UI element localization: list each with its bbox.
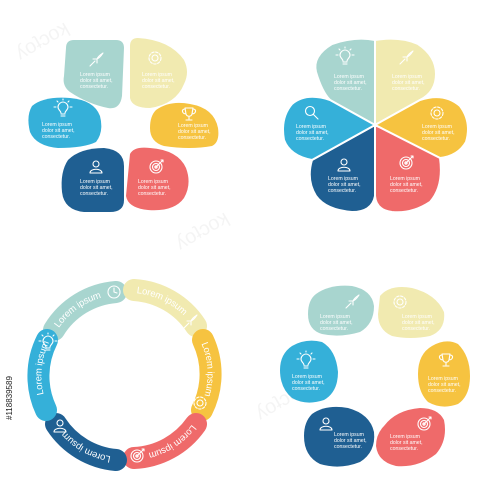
segment-blue-line1: Lorem ipsum <box>296 124 326 130</box>
petal-teal-line3: consectetur. <box>80 84 108 90</box>
segment-teal-line3: consectetur. <box>334 86 362 92</box>
blob-red-line3: consectetur. <box>390 446 418 452</box>
blob-cream-line3: consectetur. <box>402 326 430 332</box>
petal-blue: Lorem ipsum dolor sit amet, consectetur. <box>28 97 102 148</box>
blob-red-line1: Lorem ipsum <box>390 434 420 440</box>
blob-yellow: Lorem ipsum dolor sit amet, consectetur. <box>418 341 470 407</box>
petal-diagram-top-left: Lorem ipsum dolor sit amet, consectetur.… <box>28 38 219 212</box>
ring-arc-blue: Lorem ipsum <box>27 329 58 421</box>
petal-yellow-line1: Lorem ipsum <box>178 123 208 129</box>
segment-navy-line2: dolor sit amet, <box>328 182 361 188</box>
ring-diagram-bottom-left: Lorem ipsum Lorem ipsum Lorem ipsum Lore… <box>27 279 222 471</box>
petal-red: Lorem ipsum dolor sit amet, consectetur. <box>126 147 189 211</box>
segment-navy-line1: Lorem ipsum <box>328 176 358 182</box>
ring-arc-cream: Lorem ipsum <box>123 279 207 337</box>
blob-red: Lorem ipsum dolor sit amet, consectetur. <box>376 408 445 467</box>
segment-cream-line3: consectetur. <box>392 86 420 92</box>
petal-navy-line1: Lorem ipsum <box>80 179 110 185</box>
petal-navy: Lorem ipsum dolor sit amet, consectetur. <box>61 148 124 212</box>
blob-navy-line1: Lorem ipsum <box>334 432 364 438</box>
segment-navy-line3: consectetur. <box>328 188 356 194</box>
petal-cream-line3: consectetur. <box>142 84 170 90</box>
petal-navy-line3: consectetur. <box>80 191 108 197</box>
blob-navy-line2: dolor sit amet, <box>334 438 367 444</box>
petal-yellow-line3: consectetur. <box>178 135 206 141</box>
blob-red-line2: dolor sit amet, <box>390 440 423 446</box>
segment-red-line3: consectetur. <box>390 188 418 194</box>
blob-teal-line3: consectetur. <box>320 326 348 332</box>
blob-yellow-line2: dolor sit amet, <box>428 382 461 388</box>
segment-yellow-line3: consectetur. <box>422 136 450 142</box>
segment-blue-line3: consectetur. <box>296 136 324 142</box>
blob-diagram-bottom-right: Lorem ipsum dolor sit amet, consectetur.… <box>280 285 470 467</box>
segment-red-line1: Lorem ipsum <box>390 176 420 182</box>
petal-red-line2: dolor sit amet, <box>138 185 171 191</box>
blob-blue: Lorem ipsum dolor sit amet, consectetur. <box>280 340 338 403</box>
blob-cream-line2: dolor sit amet, <box>402 320 435 326</box>
ring-arc-red: Lorem ipsum <box>123 413 207 469</box>
blob-blue-line2: dolor sit amet, <box>292 380 325 386</box>
segment-cream-line1: Lorem ipsum <box>392 74 422 80</box>
svg-text:ʎoʇɔoʞ: ʎoʇɔoʞ <box>172 206 233 254</box>
segment-red: Lorem ipsum dolor sit amet, consectetur. <box>374 123 442 214</box>
petal-teal-line1: Lorem ipsum <box>80 72 110 78</box>
segment-blue: Lorem ipsum dolor sit amet, consectetur. <box>282 95 378 162</box>
petal-cream-line2: dolor sit amet, <box>142 78 175 84</box>
blob-navy: Lorem ipsum dolor sit amet, consectetur. <box>304 406 375 467</box>
segment-teal: Lorem ipsum dolor sit amet, consectetur. <box>314 37 376 127</box>
segment-blue-line2: dolor sit amet, <box>296 130 329 136</box>
petal-cream: Lorem ipsum dolor sit amet, consectetur. <box>130 38 187 108</box>
petal-blue-line3: consectetur. <box>42 134 70 140</box>
stock-id: #118839589 <box>5 376 14 420</box>
segment-teal-line1: Lorem ipsum <box>334 74 364 80</box>
segment-yellow-line1: Lorem ipsum <box>422 124 452 130</box>
petal-red-line3: consectetur. <box>138 191 166 197</box>
svg-text:ʎoʇɔoʞ: ʎoʇɔoʞ <box>12 16 73 64</box>
flower-diagram-top-right: Lorem ipsum dolor sit amet, consectetur.… <box>282 37 469 214</box>
petal-cream-line1: Lorem ipsum <box>142 72 172 78</box>
ring-arc-navy: Lorem ipsum <box>45 413 127 471</box>
blob-cream: Lorem ipsum dolor sit amet, consectetur. <box>378 287 445 338</box>
segment-navy: Lorem ipsum dolor sit amet, consectetur. <box>308 123 376 214</box>
blob-blue-line1: Lorem ipsum <box>292 374 322 380</box>
petal-navy-line2: dolor sit amet, <box>80 185 113 191</box>
petal-yellow: Lorem ipsum dolor sit amet, consectetur. <box>150 102 219 148</box>
blob-cream-line1: Lorem ipsum <box>402 314 432 320</box>
blob-blue-line3: consectetur. <box>292 386 320 392</box>
blob-teal: Lorem ipsum dolor sit amet, consectetur. <box>308 285 374 336</box>
segment-cream-line2: dolor sit amet, <box>392 80 425 86</box>
ring-arc-yellow: Lorem ipsum <box>191 329 222 421</box>
petal-yellow-line2: dolor sit amet, <box>178 129 211 135</box>
segment-cream: Lorem ipsum dolor sit amet, consectetur. <box>374 37 438 127</box>
petal-blue-line1: Lorem ipsum <box>42 122 72 128</box>
blob-teal-line2: dolor sit amet, <box>320 320 353 326</box>
petal-blue-line2: dolor sit amet, <box>42 128 75 134</box>
segment-yellow-line2: dolor sit amet, <box>422 130 455 136</box>
segment-red-line2: dolor sit amet, <box>390 182 423 188</box>
segment-yellow: Lorem ipsum dolor sit amet, consectetur. <box>372 96 469 160</box>
petal-teal-line2: dolor sit amet, <box>80 78 113 84</box>
blob-teal-line1: Lorem ipsum <box>320 314 350 320</box>
blob-yellow-line1: Lorem ipsum <box>428 376 458 382</box>
petal-red-line1: Lorem ipsum <box>138 179 168 185</box>
blob-navy-line3: consectetur. <box>334 444 362 450</box>
petal-teal: Lorem ipsum dolor sit amet, consectetur. <box>63 40 124 109</box>
segment-teal-line2: dolor sit amet, <box>334 80 367 86</box>
ring-arc-teal: Lorem ipsum <box>43 281 127 341</box>
blob-yellow-line3: consectetur. <box>428 388 456 394</box>
